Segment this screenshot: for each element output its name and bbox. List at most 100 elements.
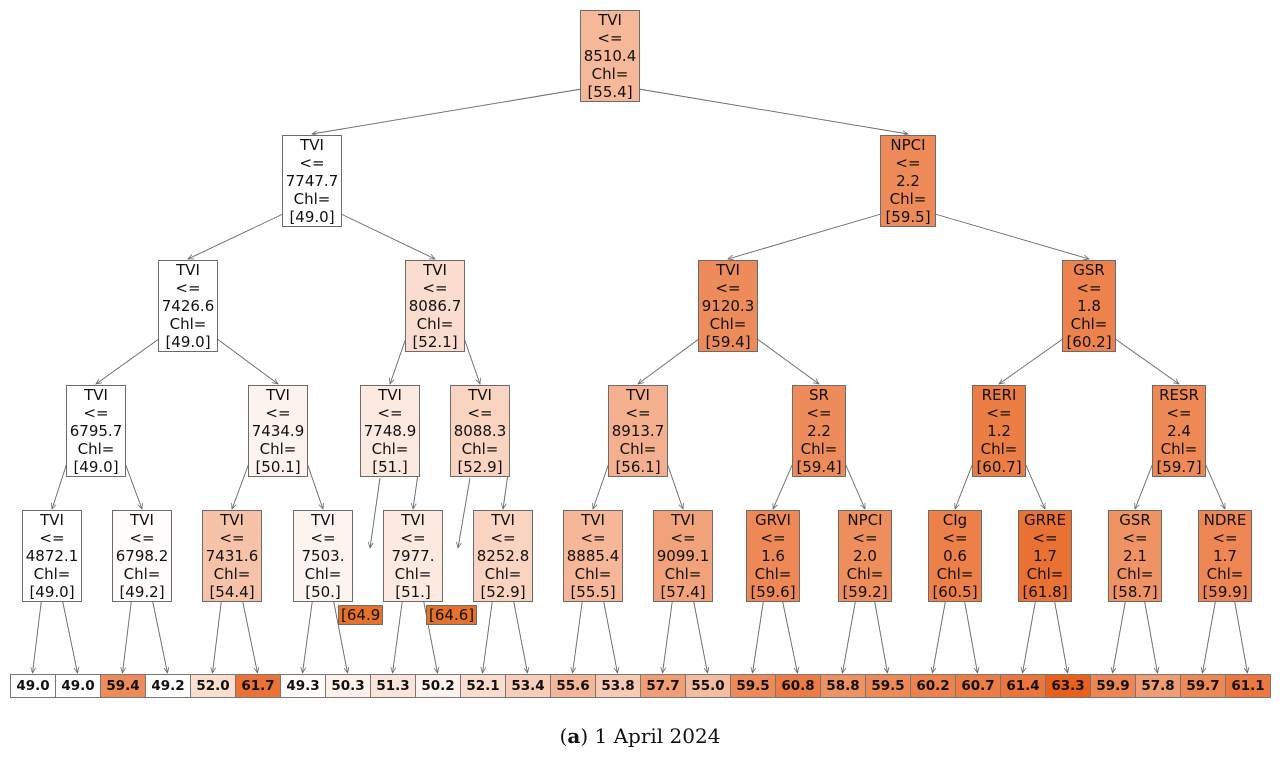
caption-text: 1 April 2024 <box>594 724 721 748</box>
node-line: Chl= <box>574 565 612 583</box>
node-line: Chl= <box>800 440 838 458</box>
node-line: <= <box>299 154 325 172</box>
leaf-value: 51.3 <box>370 674 416 698</box>
node-line: <= <box>377 404 403 422</box>
leaf-value: 60.2 <box>910 674 956 698</box>
node-line: SR <box>809 386 829 404</box>
node-line: <= <box>129 529 155 547</box>
node-line: [59.6] <box>750 583 796 601</box>
leaf-value: 61.4 <box>1000 674 1046 698</box>
leaf-value: 55.0 <box>685 674 731 698</box>
leaf-edge <box>1234 601 1248 673</box>
leaf-edge <box>603 601 618 673</box>
node-line: <= <box>467 404 493 422</box>
leaf-value: 57.7 <box>640 674 686 698</box>
node-line: [51.] <box>372 458 408 476</box>
node-line: Chl= <box>484 565 522 583</box>
tree-edge <box>593 463 610 509</box>
leaf-edge <box>1113 601 1126 673</box>
node-line: 8510.4 <box>583 47 637 65</box>
leaf-value: 49.0 <box>10 674 56 698</box>
node-line: [49.0] <box>289 208 335 226</box>
orphan-value-o1: [64.9 <box>338 605 384 625</box>
node-line: TVI <box>311 511 335 529</box>
leaf-value: 50.2 <box>415 674 461 698</box>
tree-edge <box>935 213 1089 259</box>
node-line: <= <box>1032 529 1058 547</box>
node-line: 6798.2 <box>115 547 169 565</box>
leaf-value: 52.1 <box>460 674 506 698</box>
node-line: TVI <box>378 386 402 404</box>
node-line: [50.1] <box>255 458 301 476</box>
leaf-value: 55.6 <box>550 674 596 698</box>
node-line: [52.9] <box>457 458 503 476</box>
node-line: [52.1] <box>412 333 458 351</box>
tree-edge <box>52 463 68 509</box>
node-line: <= <box>490 529 516 547</box>
leaf-edge <box>33 601 42 673</box>
tree-edge-dangling <box>370 477 381 548</box>
leaf-value: 61.1 <box>1225 674 1271 698</box>
node-line: Chl= <box>371 440 409 458</box>
tree-edge <box>955 463 973 509</box>
node-line: 4872.1 <box>25 547 79 565</box>
node-line: TVI <box>300 136 324 154</box>
leaf-value: 61.7 <box>235 674 281 698</box>
node-line: [59.4] <box>705 333 751 351</box>
node-line: 7434.9 <box>251 422 305 440</box>
node-line: TVI <box>491 511 515 529</box>
node-line: <= <box>852 529 878 547</box>
leaf-value: 49.3 <box>280 674 326 698</box>
node-line: 2.1 <box>1123 547 1147 565</box>
node-line: TVI <box>626 386 650 404</box>
node-line: TVI <box>598 11 622 29</box>
node-line: TVI <box>468 386 492 404</box>
node-line: TVI <box>581 511 605 529</box>
tree-edge <box>188 213 283 260</box>
node-line: [58.7] <box>1112 583 1158 601</box>
node-line: [60.2] <box>1066 333 1112 351</box>
node-line: TVI <box>266 386 290 404</box>
node-line: Chl= <box>664 565 702 583</box>
node-line: 9099.1 <box>656 547 710 565</box>
leaf-edge <box>242 601 258 673</box>
leaf-value: 59.5 <box>865 674 911 698</box>
tree-edge <box>341 213 435 260</box>
node-line: <= <box>597 29 623 47</box>
node-line: Chl= <box>846 565 884 583</box>
node-line: [59.5] <box>885 208 931 226</box>
node-line: <= <box>219 529 245 547</box>
node-line: NPCI <box>847 511 883 529</box>
node-line: Chl= <box>709 315 747 333</box>
node-line: <= <box>83 404 109 422</box>
node-line: 7747.7 <box>285 172 339 190</box>
node-line: Chl= <box>259 440 297 458</box>
node-line: <= <box>1076 279 1102 297</box>
node-line: <= <box>942 529 968 547</box>
node-line: [55.4] <box>587 83 633 101</box>
leaf-edge <box>393 601 403 673</box>
node-line: [57.4] <box>660 583 706 601</box>
tree-edge <box>1205 463 1225 509</box>
node-line: 0.6 <box>943 547 967 565</box>
node-line: Chl= <box>77 440 115 458</box>
node-line: Chl= <box>1116 565 1154 583</box>
leaf-edge <box>152 601 168 673</box>
node-line: 7503. <box>301 547 345 565</box>
leaf-edge <box>663 601 673 673</box>
node-line: <= <box>310 529 336 547</box>
node-line: [51.] <box>395 583 431 601</box>
